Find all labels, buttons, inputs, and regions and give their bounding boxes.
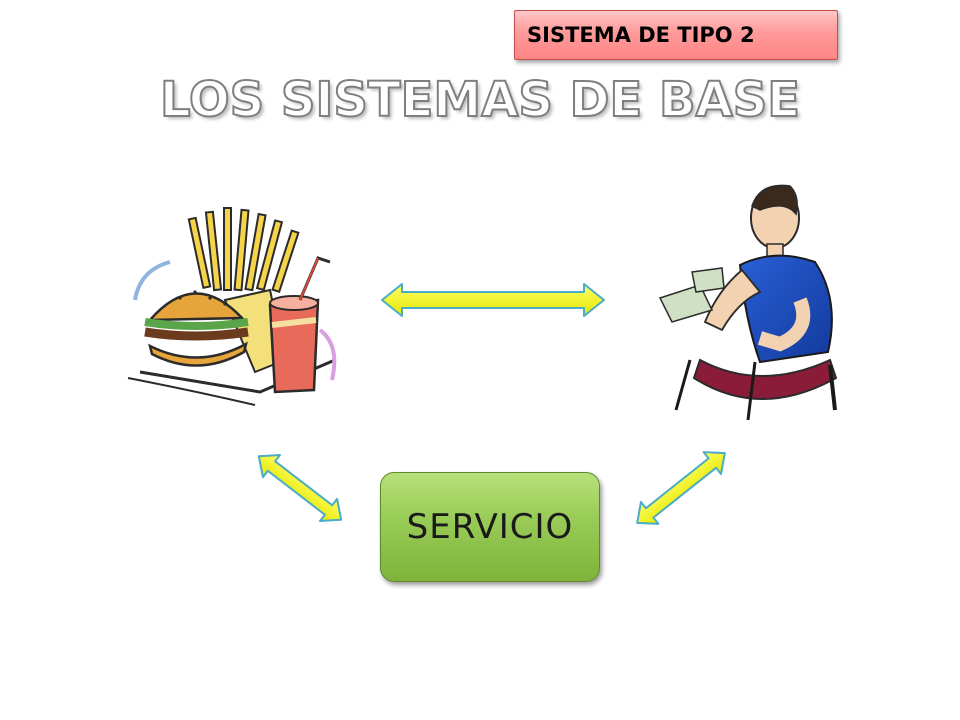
system-type-label: SISTEMA DE TIPO 2 bbox=[527, 23, 755, 47]
waiter-illustration bbox=[658, 184, 838, 421]
right-double-arrow bbox=[636, 451, 726, 525]
slide-title: LOS SISTEMAS DE BASE bbox=[159, 71, 801, 129]
service-node: SERVICIO bbox=[380, 472, 600, 582]
top-double-arrow bbox=[381, 283, 605, 317]
fast-food-illustration bbox=[127, 207, 337, 406]
left-double-arrow bbox=[257, 453, 343, 523]
service-label: SERVICIO bbox=[406, 507, 574, 547]
system-type-badge: SISTEMA DE TIPO 2 bbox=[514, 10, 838, 60]
